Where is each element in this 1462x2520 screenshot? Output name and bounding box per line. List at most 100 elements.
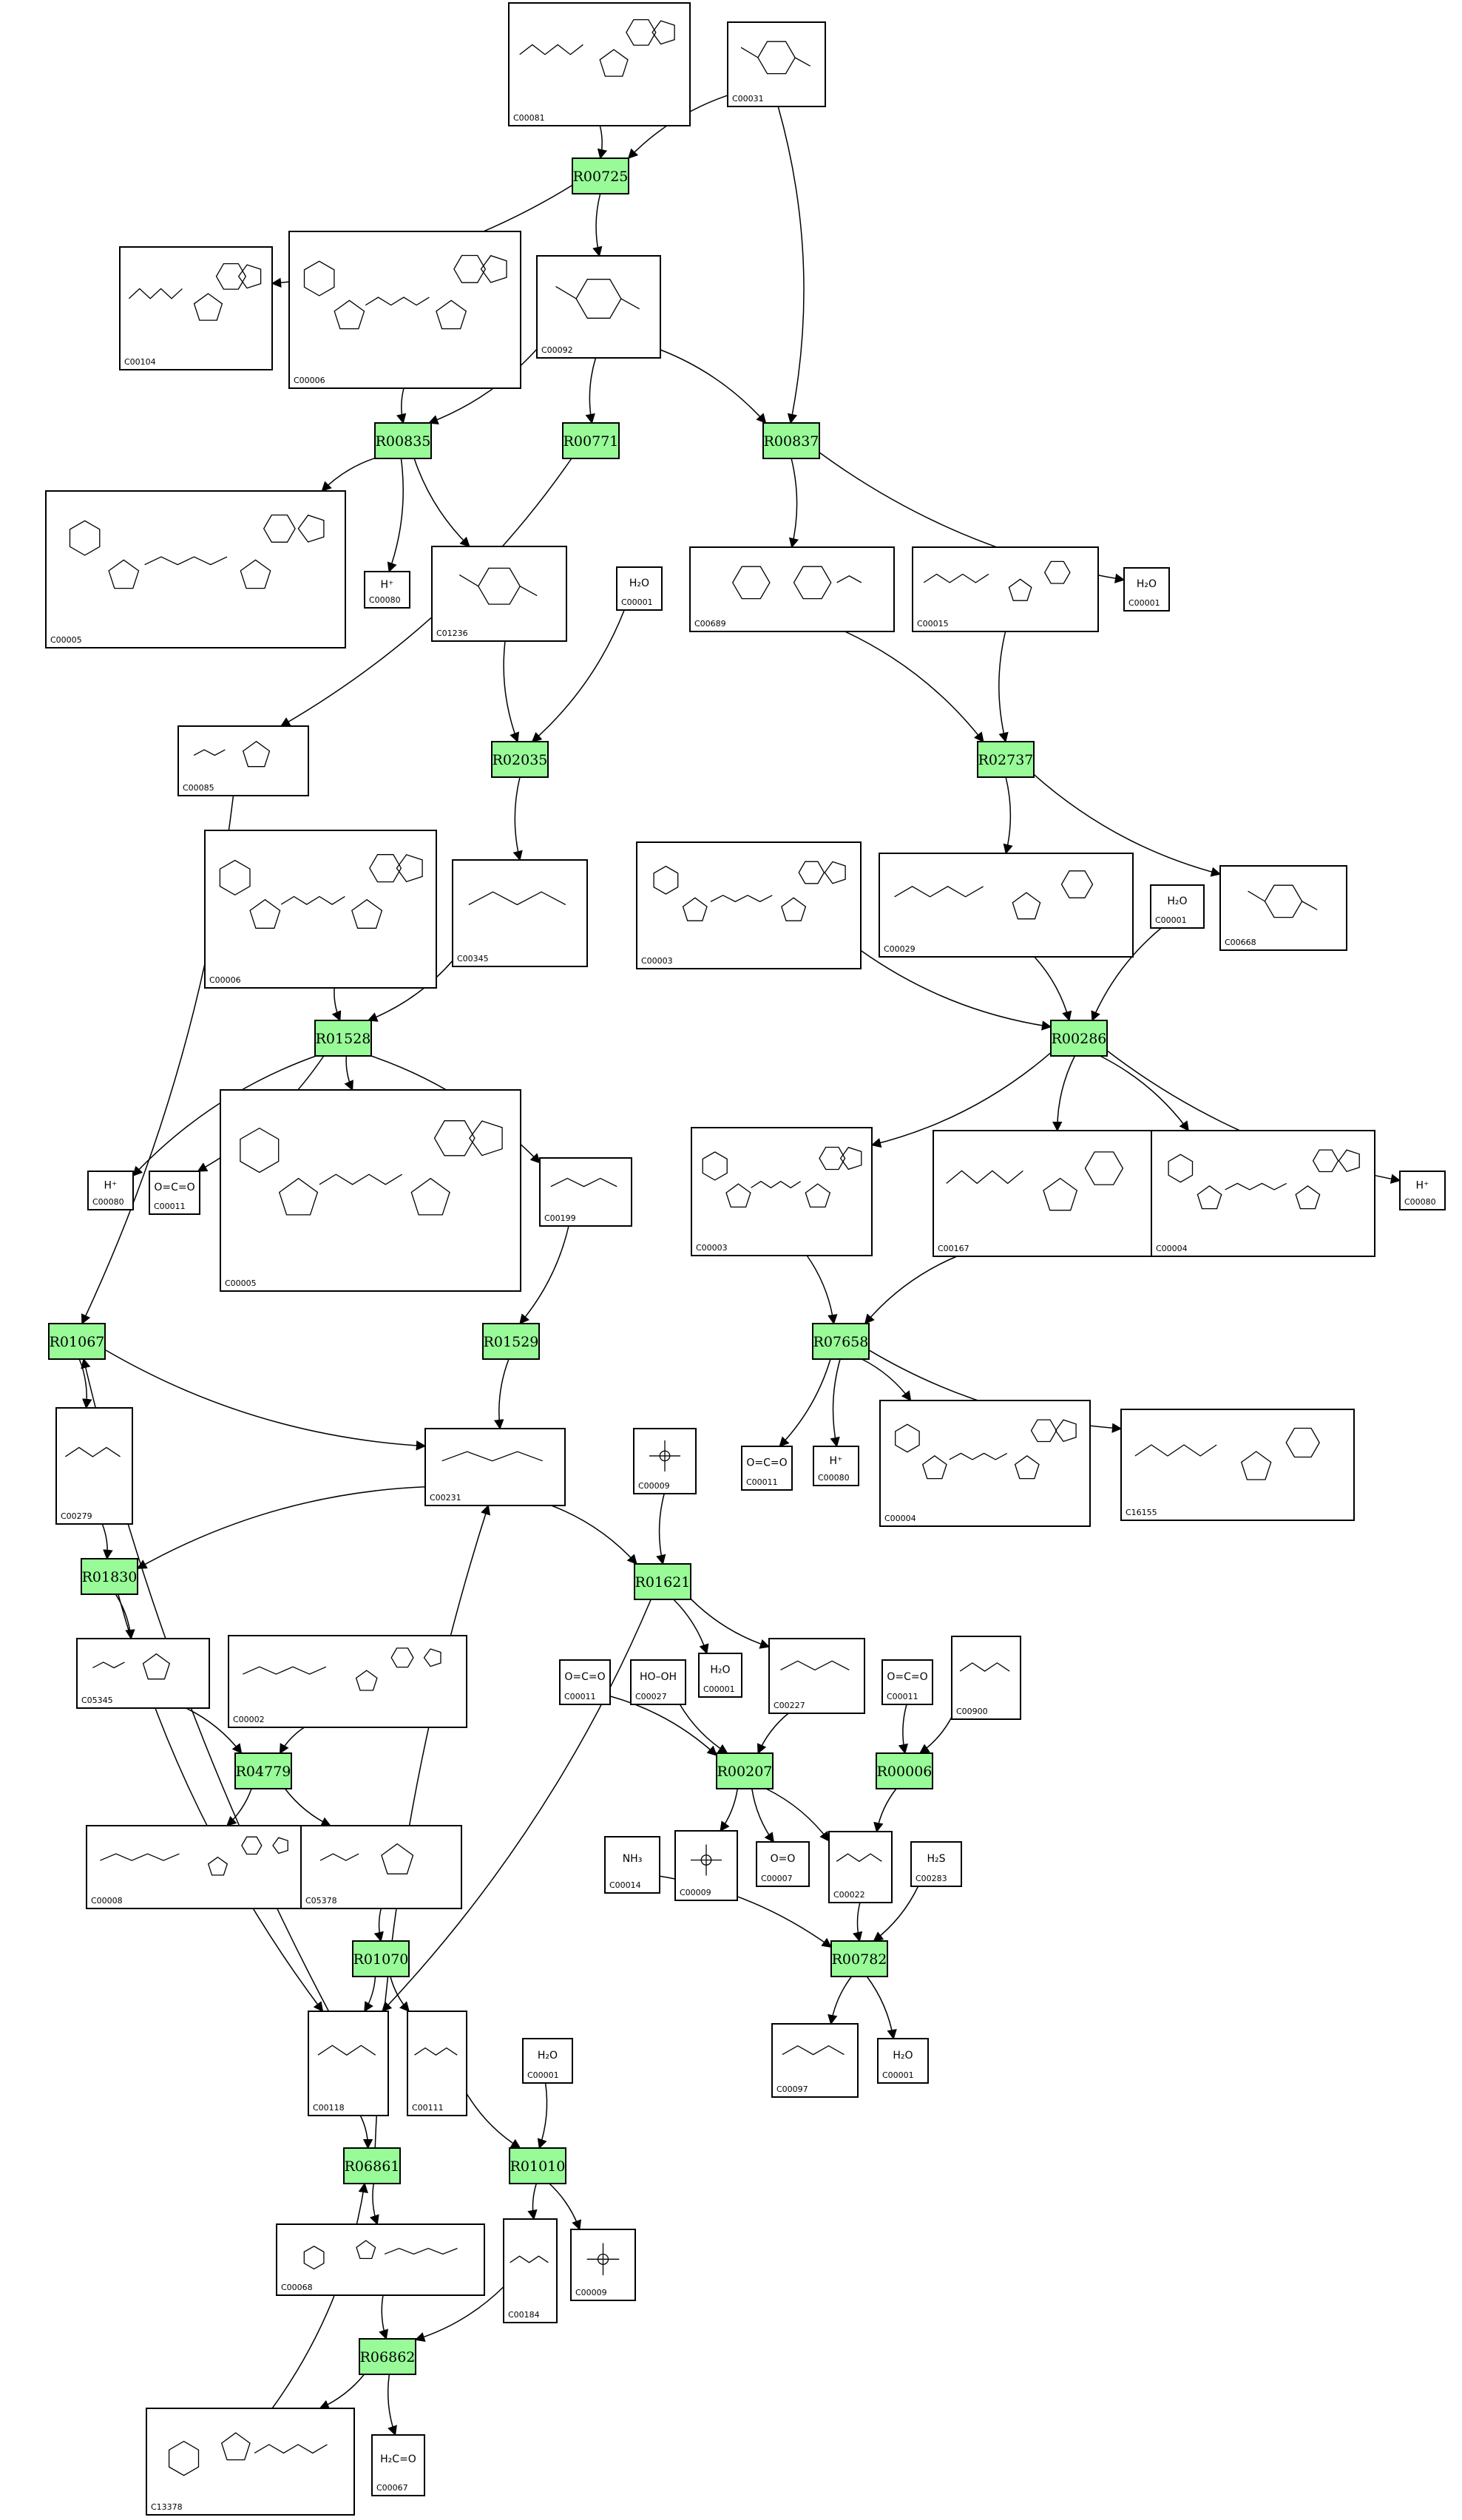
compound-n43[interactable]: C00008 xyxy=(86,1825,314,1909)
reaction-box[interactable] xyxy=(482,1323,540,1360)
compound-n38[interactable]: C00227 xyxy=(768,1638,865,1714)
reaction-R00837[interactable]: R00837 xyxy=(762,422,820,459)
compound-n2[interactable]: C00031 xyxy=(727,21,826,107)
reaction-box[interactable] xyxy=(343,2147,401,2184)
compound-n25[interactable]: C00167 xyxy=(933,1130,1153,1257)
reaction-R01528[interactable]: R01528 xyxy=(314,1020,372,1057)
reaction-R06862[interactable]: R06862 xyxy=(359,2338,416,2375)
compound-n6[interactable]: C00005 xyxy=(45,490,346,648)
compound-n1[interactable]: C00081 xyxy=(508,2,691,126)
reaction-R00771[interactable]: R00771 xyxy=(562,422,620,459)
reaction-R01830[interactable]: R01830 xyxy=(81,1558,138,1595)
compound-n16[interactable]: C00003 xyxy=(636,841,862,969)
reaction-box[interactable] xyxy=(359,2338,416,2375)
reaction-box[interactable] xyxy=(314,1020,372,1057)
compound-n23[interactable]: C00199 xyxy=(539,1157,632,1227)
reaction-R01621[interactable]: R01621 xyxy=(634,1563,691,1600)
reaction-R02737[interactable]: R02737 xyxy=(977,741,1035,778)
reaction-box[interactable] xyxy=(1050,1020,1108,1057)
compound-n4[interactable]: C00006 xyxy=(288,231,521,389)
reaction-box[interactable] xyxy=(374,422,432,459)
compound-n28[interactable]: C00279 xyxy=(55,1407,133,1525)
reaction-box[interactable] xyxy=(876,1752,933,1789)
reaction-R01070[interactable]: R01070 xyxy=(352,1940,410,1977)
compound-n11[interactable]: C00015 xyxy=(912,546,1099,632)
compound-n27[interactable]: H⁺C00080 xyxy=(1399,1171,1446,1210)
reaction-box[interactable] xyxy=(716,1752,774,1789)
compound-n10[interactable]: C00689 xyxy=(689,546,895,632)
compound-n51[interactable]: C00111 xyxy=(407,2011,467,2116)
reaction-box[interactable] xyxy=(812,1323,870,1360)
compound-n19[interactable]: C00668 xyxy=(1219,865,1347,951)
compound-n15[interactable]: C00345 xyxy=(452,859,588,967)
compound-n24[interactable]: C00003 xyxy=(691,1127,873,1256)
compound-n48[interactable]: C00022 xyxy=(828,1831,893,1903)
compound-n59[interactable]: C13378 xyxy=(146,2408,355,2516)
reaction-R00835[interactable]: R00835 xyxy=(374,422,432,459)
compound-n22[interactable]: C00005 xyxy=(220,1089,521,1292)
reaction-box[interactable] xyxy=(830,1940,888,1977)
reaction-R07658[interactable]: R07658 xyxy=(812,1323,870,1360)
compound-n35[interactable]: C05345 xyxy=(76,1638,210,1709)
reaction-box[interactable] xyxy=(48,1323,106,1360)
reaction-R06861[interactable]: R06861 xyxy=(343,2147,401,2184)
reaction-box[interactable] xyxy=(491,741,549,778)
compound-n14[interactable]: C00006 xyxy=(204,830,437,989)
reaction-R00286[interactable]: R00286 xyxy=(1050,1020,1108,1057)
compound-n30[interactable]: C00009 xyxy=(633,1428,697,1494)
compound-n3[interactable]: C00104 xyxy=(119,246,273,370)
compound-n17[interactable]: C00029 xyxy=(879,853,1134,958)
reaction-box[interactable] xyxy=(762,422,820,459)
reaction-box[interactable] xyxy=(509,2147,566,2184)
reaction-R00782[interactable]: R00782 xyxy=(830,1940,888,1977)
compound-n44[interactable]: C05378 xyxy=(300,1825,462,1909)
compound-n46[interactable]: C00009 xyxy=(674,1830,738,1901)
compound-n29[interactable]: C00231 xyxy=(424,1428,566,1506)
compound-n13[interactable]: C00085 xyxy=(177,725,309,796)
compound-n7[interactable]: H⁺C00080 xyxy=(364,571,410,609)
reaction-box[interactable] xyxy=(562,422,620,459)
compound-n5[interactable]: C00092 xyxy=(536,255,661,359)
reaction-R00725[interactable]: R00725 xyxy=(572,158,629,194)
compound-n57[interactable]: C00009 xyxy=(570,2229,636,2301)
compound-n36[interactable]: C00002 xyxy=(228,1635,467,1728)
compound-n34[interactable]: C16155 xyxy=(1120,1409,1355,1521)
compound-n50[interactable]: C00118 xyxy=(308,2011,389,2116)
reaction-box[interactable] xyxy=(234,1752,292,1789)
reaction-box[interactable] xyxy=(977,741,1035,778)
reaction-R01010[interactable]: R01010 xyxy=(509,2147,566,2184)
compound-n33[interactable]: C00004 xyxy=(879,1400,1091,1527)
compound-n32[interactable]: H⁺C00080 xyxy=(813,1446,859,1486)
compound-n55[interactable]: C00068 xyxy=(276,2223,485,2296)
reaction-R00207[interactable]: R00207 xyxy=(716,1752,774,1789)
compound-n53[interactable]: C00097 xyxy=(771,2023,859,2098)
reaction-R01067[interactable]: R01067 xyxy=(48,1323,106,1360)
reaction-R00006[interactable]: R00006 xyxy=(876,1752,933,1789)
compound-n20[interactable]: H⁺C00080 xyxy=(87,1171,134,1210)
compound-n26[interactable]: C00004 xyxy=(1151,1130,1375,1257)
reaction-R01529[interactable]: R01529 xyxy=(482,1323,540,1360)
reaction-box[interactable] xyxy=(572,158,629,194)
reaction-box[interactable] xyxy=(352,1940,410,1977)
reaction-R04779[interactable]: R04779 xyxy=(234,1752,292,1789)
compound-n42[interactable]: C00900 xyxy=(951,1636,1021,1720)
reaction-box[interactable] xyxy=(81,1558,138,1595)
reaction-R02035[interactable]: R02035 xyxy=(491,741,549,778)
compound-n56[interactable]: C00184 xyxy=(503,2218,558,2323)
compound-n8[interactable]: C01236 xyxy=(431,546,567,642)
reaction-box[interactable] xyxy=(634,1563,691,1600)
